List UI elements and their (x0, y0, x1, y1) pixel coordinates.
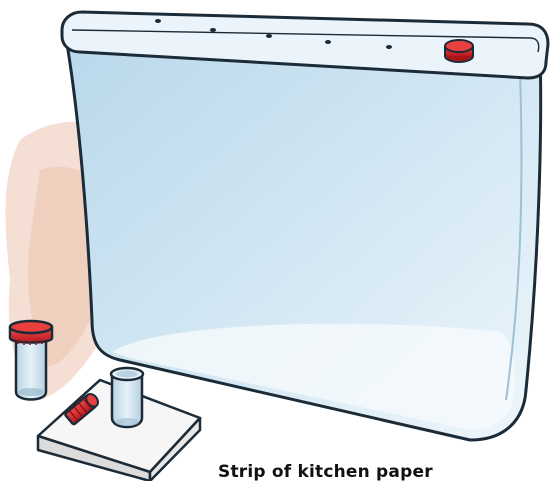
air-hole (155, 19, 161, 23)
air-hole (325, 40, 331, 44)
air-hole (210, 28, 216, 32)
open-specimen-tube (111, 368, 143, 427)
air-hole (386, 45, 392, 49)
air-hole (266, 34, 272, 38)
lid-red-cap (445, 40, 473, 62)
capped-specimen-tube (10, 321, 52, 400)
label-kitchen-paper: Strip of kitchen paper (218, 462, 433, 482)
